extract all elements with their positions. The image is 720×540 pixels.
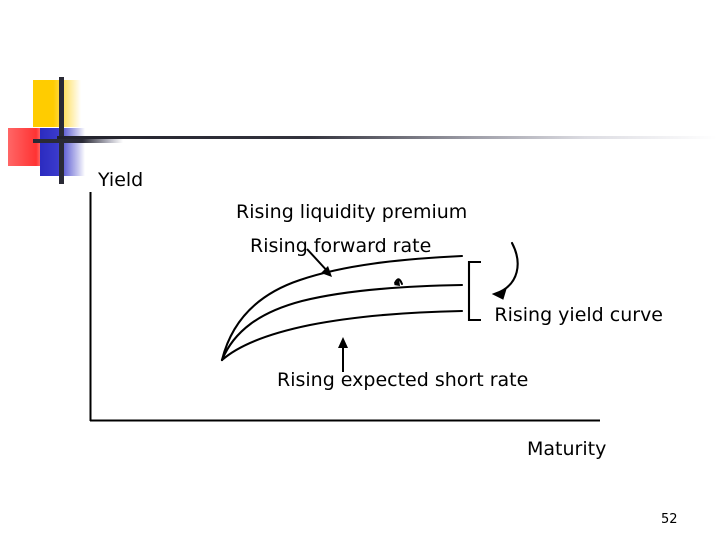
curve-rising-expected-short-rate xyxy=(220,309,464,362)
short-rate-arrowhead xyxy=(338,337,348,348)
y-axis-label: Yield xyxy=(98,169,144,191)
annotation-rising-forward-rate: Rising forward rate xyxy=(250,235,432,257)
page-number: 52 xyxy=(661,512,678,527)
logo-horizontal-bar xyxy=(33,139,123,143)
yield-curve-bracket xyxy=(467,260,481,322)
header-divider xyxy=(57,136,717,139)
forward-rate-arrowhead xyxy=(321,266,332,277)
liquidity-premium-arrowhead xyxy=(394,279,400,286)
curve-rising-forward-rate xyxy=(220,254,464,362)
x-axis-label: Maturity xyxy=(527,438,607,460)
bracket-curved-arrowhead xyxy=(491,288,507,300)
slide-logo-decoration xyxy=(0,55,140,184)
annotation-rising-yield-curve: Rising yield curve xyxy=(494,304,663,326)
annotation-rising-expected-short-rate: Rising expected short rate xyxy=(277,369,529,391)
logo-yellow-square xyxy=(33,80,81,127)
curve-rising-liquidity-premium xyxy=(220,283,464,362)
annotation-rising-liquidity-premium: Rising liquidity premium xyxy=(236,201,468,223)
bracket-curved-arrow xyxy=(493,241,519,296)
logo-vertical-bar xyxy=(59,77,64,184)
